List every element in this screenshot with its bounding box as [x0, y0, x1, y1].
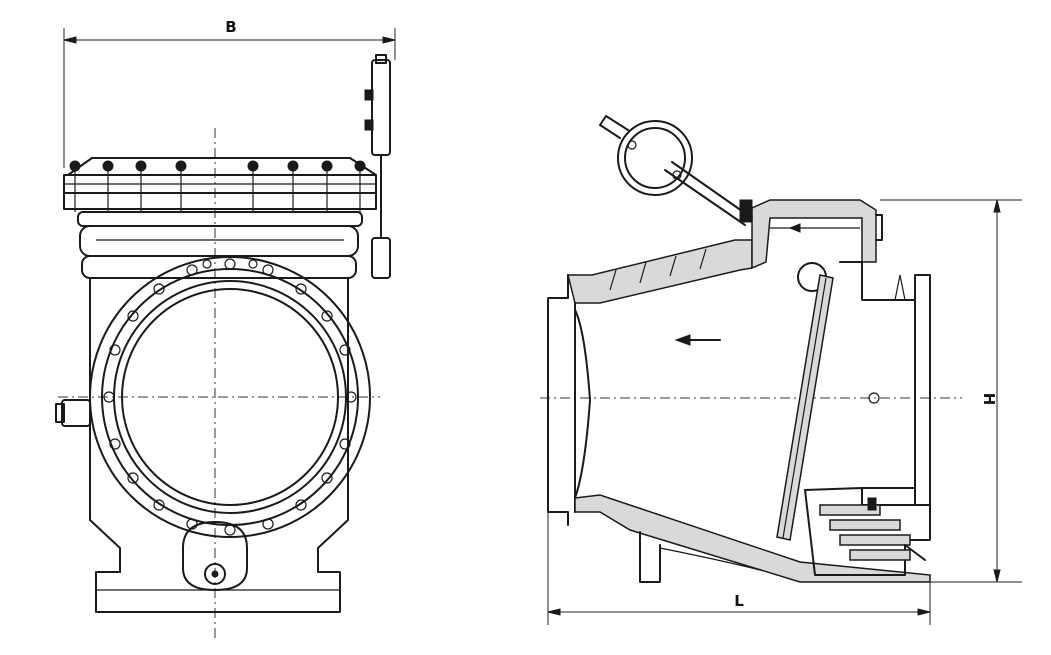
lower-body-wall — [574, 494, 931, 583]
cover-bolts — [69, 160, 366, 212]
dimension-l: L — [547, 512, 931, 625]
center-plug — [868, 392, 880, 404]
base — [95, 571, 341, 613]
counterweight — [599, 115, 753, 226]
dimension-l-label: L — [734, 592, 744, 610]
dimension-b-label: B — [225, 18, 236, 36]
body-right-side — [317, 277, 349, 573]
upper-body-wall — [567, 239, 753, 304]
valve-disc — [776, 274, 834, 541]
outlet-flange — [547, 274, 591, 526]
dimension-h: H — [880, 199, 1022, 583]
dimension-h-label: H — [980, 393, 998, 406]
flow-arrow — [674, 334, 721, 346]
position-indicator — [364, 54, 391, 279]
bonnet — [77, 211, 363, 279]
main-flange — [89, 256, 371, 538]
dimension-b: B — [63, 18, 396, 168]
side-boss — [55, 399, 91, 427]
side-view: H L — [540, 115, 1022, 625]
cover-flange — [63, 157, 377, 212]
dashpot-assembly — [804, 487, 931, 576]
top-cover — [751, 199, 883, 270]
inlet-flange — [839, 261, 931, 506]
front-view: B — [55, 18, 396, 640]
drain-boss — [182, 521, 248, 591]
